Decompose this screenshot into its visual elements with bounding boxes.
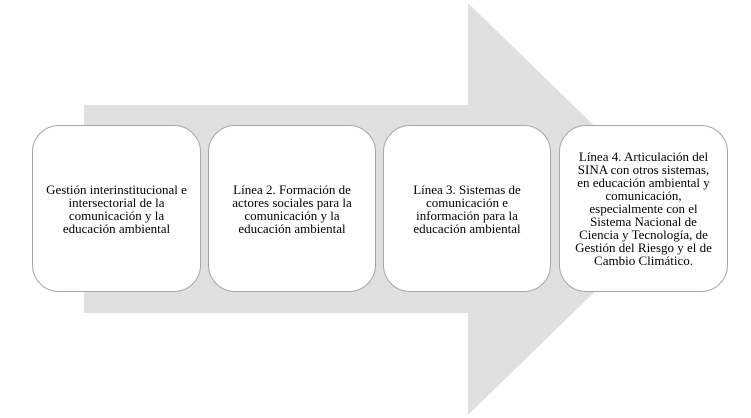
process-card-2-text: Línea 2. Formación de actores sociales p… [232, 181, 352, 236]
process-card-2: Línea 2. Formación de actores sociales p… [208, 125, 376, 292]
process-card-1: Gestión interinstitucional e intersector… [32, 125, 201, 292]
process-card-3-text: Línea 3. Sistemas de comunicación e info… [413, 181, 521, 236]
process-card-1-text: Gestión interinstitucional e intersector… [46, 181, 187, 236]
arrow-shape [84, 3, 680, 415]
process-card-4: Línea 4. Articulación del SINA con otros… [559, 125, 728, 292]
process-card-3: Línea 3. Sistemas de comunicación e info… [383, 125, 551, 292]
process-card-4-text: Línea 4. Articulación del SINA con otros… [575, 149, 712, 268]
